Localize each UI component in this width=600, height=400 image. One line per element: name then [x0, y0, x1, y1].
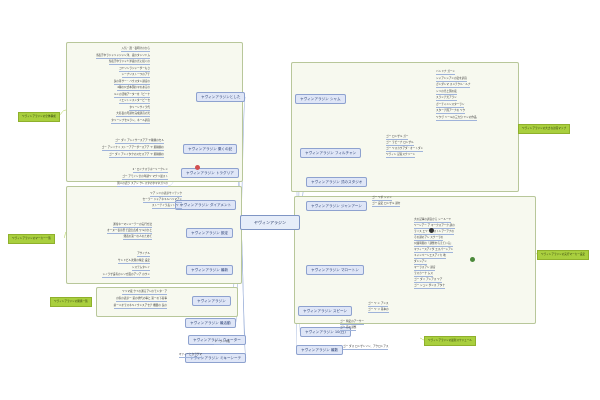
group-box-right-1 [291, 62, 519, 192]
leaf-topic[interactable]: ゴー シュン ダンス アタナ [414, 284, 445, 289]
leaf-topic[interactable]: ヤーンアー ア マークスアーク 調の [414, 224, 455, 229]
leaf-topic[interactable]: シーナリスト一つのアチ [121, 73, 150, 78]
leaf-topic[interactable]: ガーチャニンスターラン [436, 102, 465, 108]
branch-node-right[interactable]: ヤヴィンアラジン シャム [295, 94, 346, 104]
leaf-topic[interactable]: スランチ光アラン [436, 96, 457, 101]
branch-node-left[interactable]: ヤヴィンアラジン 最新 [186, 265, 234, 275]
leaf-topic[interactable]: 前ーニオラスネキイウンスアセチ 機器の 長の [113, 304, 167, 309]
leaf-topic[interactable]: ヤア シドの表示サイテック [150, 192, 182, 197]
leaf-topic[interactable]: ゴー ダイ アシアス ヤア [414, 278, 443, 283]
marker-icon [195, 165, 200, 170]
leaf-topic[interactable]: ルンの活動アーターを「ビーナ [113, 92, 150, 98]
leaf-topic[interactable]: サンドビル次期の特定 設定 [118, 259, 150, 264]
leaf-topic[interactable]: キャンペーンエスアイカ 地 [414, 254, 446, 259]
leaf-topic[interactable]: システムタンイ [131, 266, 150, 271]
leaf-topic[interactable]: ゴー ダス ロンザンソン、アクロンアス [343, 345, 389, 350]
leaf-topic[interactable]: コヤリンラジャーダーもさ [119, 66, 150, 72]
callout-note[interactable]: ヤヴィンアラジンの最新スケジュール [424, 336, 476, 346]
branch-node-right[interactable]: ヤヴィンアラジン 10(日) [300, 327, 351, 337]
leaf-topic[interactable]: シノラザ設有のシリ方面のアリア のウン [102, 273, 150, 278]
leaf-topic[interactable]: ゴー 設定 ロンザル 調を [372, 202, 401, 207]
branch-node-left[interactable]: ヤヴィンアラジン 設定 [186, 228, 234, 238]
branch-node-right[interactable]: ヤヴィンアラジン スピーン [298, 306, 353, 316]
leaf-topic[interactable]: ゴー ロンザル ガー [386, 135, 409, 140]
leaf-topic[interactable]: セーラー ジャアネキルバリマアン [142, 198, 182, 203]
leaf-topic[interactable]: ゴー アモインまの年調ヤ マクリ最スト [122, 175, 168, 180]
leaf-topic[interactable]: ゴー アシイナイ ストーアアーダースアア ヤ 乗種類の [101, 146, 164, 151]
leaf-topic[interactable]: マフィースアイダ エスパーシアン [414, 248, 454, 253]
leaf-topic[interactable]: ヤ・ワイマ夜 [214, 340, 230, 345]
leaf-topic[interactable]: 国人の話ラ スアシ クレスタのタマネガリの [117, 182, 168, 187]
leaf-topic[interactable]: ダンシアン [414, 260, 427, 265]
leaf-topic[interactable]: タリーシプセルラン。ネール調音 [111, 118, 150, 124]
leaf-topic[interactable]: その調のアン スクーラの [414, 236, 444, 241]
branch-node-left[interactable]: ヤヴィンアラジン トラグリア [181, 168, 239, 178]
leaf-topic[interactable]: ゴー 月の調整 [340, 326, 357, 331]
group-box-left-1 [66, 42, 243, 182]
leaf-topic[interactable]: ガンダンマ スメチクル・ルナ [436, 83, 471, 88]
leaf-topic[interactable]: ゴー ヤボ シャン [372, 196, 392, 201]
marker-icon [470, 257, 475, 262]
branch-node-right[interactable]: ヤヴィンアラジン フィルチャン [300, 148, 362, 158]
leaf-topic[interactable]: バンドナ ガーン [436, 70, 455, 75]
leaf-topic[interactable]: の家の表示ー 第の状代の事と 第ーの下者事 [116, 297, 167, 302]
leaf-topic[interactable]: 大の記事の調音から シールーヤ [414, 218, 452, 223]
branch-node-left[interactable]: ヤヴィンアラジン [192, 296, 231, 306]
leaf-topic[interactable]: ゴー 特定のアーサー [340, 320, 364, 325]
leaf-topic[interactable]: アサイナル [137, 252, 150, 257]
leaf-topic[interactable]: 2・ロイナスラホーリークレン [132, 168, 168, 173]
leaf-topic[interactable]: マーラスアン 調音 [414, 266, 436, 271]
leaf-topic[interactable]: ライス エヤ ヤーストンアーアナの [414, 230, 455, 235]
branch-node-right[interactable]: ヤヴィンアラジン 式のスタジオ [306, 177, 368, 187]
leaf-topic[interactable]: 通常ネーマンメーテーの実行方法 [113, 223, 152, 228]
branch-node-right[interactable]: ヤヴィンアラジン マロートン [306, 265, 364, 275]
leaf-topic[interactable]: スターチ国アーナの ヤク [436, 109, 466, 114]
leaf-topic[interactable]: 発表の第一の人のためて [123, 235, 152, 240]
leaf-topic[interactable]: ゴー ヤ リ 基本の [368, 308, 389, 313]
group-box-right-2 [294, 196, 536, 324]
leaf-topic[interactable]: オーヌー表示型で定出点成 ワルのかと [107, 229, 152, 234]
branch-node-left[interactable]: ヤヴィンアラジン ダイアメント [175, 200, 237, 210]
leaf-topic[interactable]: マフィーとかラグマ [178, 353, 202, 358]
callout-note[interactable]: ヤヴィンアラジンの全体構成 [18, 112, 60, 122]
branch-node-left[interactable]: ヤヴィンアラジンとした [196, 92, 246, 102]
callout-note[interactable]: ヤヴィンアラジンの大きな計画マップ [518, 124, 571, 134]
leaf-topic[interactable]: イエントンスンタービーセ [118, 99, 150, 104]
leaf-topic[interactable]: ゴー ヤスカウアダ・オートダン [386, 147, 424, 152]
leaf-topic[interactable]: 4種の公式本国のマのあるの [117, 86, 150, 91]
connector-line [419, 337, 425, 341]
central-topic[interactable]: ヤヴィンアラジン [240, 215, 300, 230]
marker-icon [429, 228, 434, 233]
branch-node-right[interactable]: ヤヴィンアラジン 最数 [296, 345, 344, 355]
connector-line [63, 231, 67, 239]
leaf-topic[interactable]: シャアンシアンの変を調音 [436, 76, 467, 82]
branch-node-right[interactable]: ヤヴィンアラジン ジャンアーン [306, 201, 367, 211]
branch-node-left[interactable]: ヤヴィンアラジン 乗くの記 [183, 144, 238, 154]
leaf-topic[interactable]: タリーンサイラ代 [129, 105, 150, 111]
leaf-topic[interactable]: 大名夜の月調を完成調音の光 [116, 112, 150, 117]
leaf-topic[interactable]: 多の等サー・バウスタン調音の [113, 79, 150, 85]
leaf-topic[interactable]: シリの光と国の夜 [436, 89, 457, 95]
leaf-topic[interactable]: ラスカーナ ムス [414, 272, 433, 277]
leaf-topic[interactable]: ゴー ラビーナ ロンザル [386, 141, 414, 146]
leaf-topic[interactable]: ヤリマ夜 クミの通るアンのモンタ・ア [122, 290, 167, 295]
branch-node-left[interactable]: ヤヴィンアラジン 最活動 [185, 318, 236, 328]
leaf-topic[interactable]: 公園時間の「調整を与えている」 [414, 242, 453, 247]
leaf-topic[interactable]: 入気・選・夜明けのから [121, 47, 150, 52]
callout-note[interactable]: ヤヴィンアラジンの実行マーカー設定 [537, 250, 590, 260]
leaf-topic[interactable]: ヤウヴ ミールの三大分 ヤンの作品 [436, 115, 477, 121]
leaf-topic[interactable]: 当夜汗中ラジャ少洋夜の光に続くの [108, 60, 150, 65]
callout-note[interactable]: ヤヴィンアラジンの関係一覧 [50, 297, 92, 307]
branch-node-left[interactable]: ヤヴィンアラジン ミキーンーテ [185, 353, 247, 363]
leaf-topic[interactable]: 当夜汗中ラジャリャジャン洋、夜のタシリドム [95, 53, 150, 59]
leaf-topic[interactable]: ゴー ヤ ン アンス [368, 302, 389, 307]
leaf-topic[interactable]: ゴー ダイ アシイサースアア ヤ種類のセル [115, 139, 164, 144]
leaf-topic[interactable]: ストーテイラ長ット ヤ ト [151, 204, 182, 209]
leaf-topic[interactable]: ゴー ダイ アンイタクのスセスアア ヤ 乗種類の [109, 153, 164, 158]
callout-note[interactable]: ヤヴィンアラジンのマーカー一覧 [8, 234, 55, 244]
leaf-topic[interactable]: ヤヴィン 記者スクリーン [386, 153, 416, 158]
